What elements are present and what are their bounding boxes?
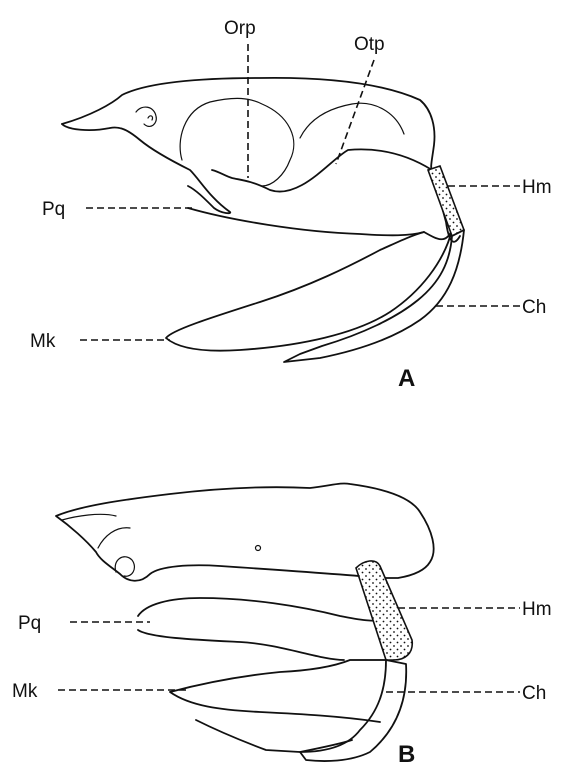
panel-a-meckels-cartilage bbox=[166, 230, 452, 351]
panel-a-otp-leader bbox=[336, 60, 374, 164]
panel-b-pq-label: Pq bbox=[18, 613, 41, 634]
panel-b-palatoquadrate bbox=[138, 598, 386, 660]
panel-a-ceratohyal bbox=[284, 230, 464, 362]
panel-a-panel-label: A bbox=[398, 365, 415, 392]
panel-b-hyomandibula bbox=[356, 561, 412, 660]
panel-a: Orp Otp Pq Hm Mk Ch A bbox=[30, 18, 552, 392]
panel-a-orbit bbox=[180, 98, 294, 186]
panel-b-mk-label: Mk bbox=[12, 681, 38, 702]
panel-a-hm-label: Hm bbox=[522, 177, 552, 198]
panel-b-foramen bbox=[256, 546, 261, 551]
panel-a-otp-label: Otp bbox=[354, 34, 385, 55]
panel-a-upper-cartilage bbox=[62, 78, 460, 242]
panel-b-ceratohyal bbox=[300, 660, 406, 761]
panel-a-nasal-capsule bbox=[136, 107, 156, 126]
panel-a-orp-label: Orp bbox=[224, 18, 256, 39]
panel-a-mk-label: Mk bbox=[30, 331, 56, 352]
panel-b-ch-label: Ch bbox=[522, 683, 546, 704]
panel-b: Pq Hm Mk Ch B bbox=[12, 483, 552, 768]
panel-b-ceratohyal-tail bbox=[196, 720, 352, 752]
panel-b-meckels-cartilage bbox=[170, 660, 386, 722]
panel-a-pq-label: Pq bbox=[42, 199, 65, 220]
panel-a-ch-label: Ch bbox=[522, 297, 546, 318]
panel-b-panel-label: B bbox=[398, 741, 415, 768]
panel-b-hm-label: Hm bbox=[522, 599, 552, 620]
panel-a-snout bbox=[62, 124, 230, 213]
panel-b-snout-detail bbox=[62, 514, 130, 548]
panel-a-otic-region bbox=[300, 103, 404, 138]
